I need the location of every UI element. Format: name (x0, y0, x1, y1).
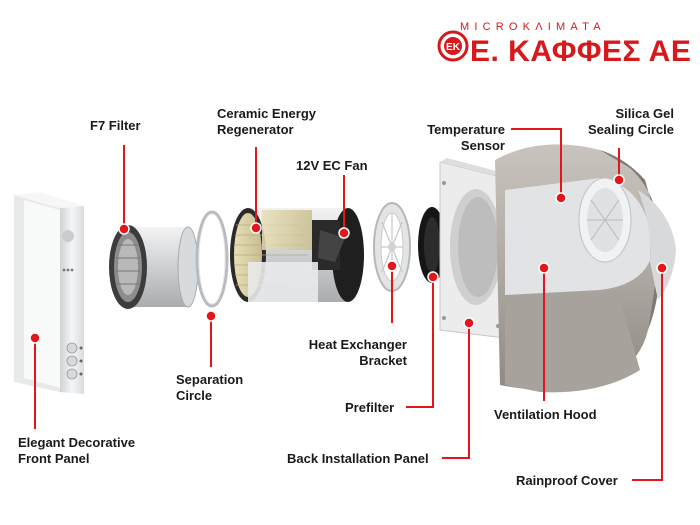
callout-dot-prefilter (427, 271, 439, 283)
label-ceramic-regenerator: Ceramic Energy Regenerator (217, 106, 316, 138)
callout-dot-heat-exchanger (386, 260, 398, 272)
callout-dot-separation (205, 310, 217, 322)
label-silica-gel: Silica Gel Sealing Circle (574, 106, 674, 138)
label-heat-exchanger: Heat Exchanger Bracket (290, 337, 407, 369)
callout-dot-hood (538, 262, 550, 274)
callout-line-temperature (511, 128, 562, 198)
label-ventilation-hood: Ventilation Hood (494, 407, 597, 422)
callout-line-prefilter (406, 277, 434, 408)
label-back-panel: Back Installation Panel (287, 451, 429, 466)
label-f7-filter: F7 Filter (90, 118, 141, 133)
front-panel-part (14, 192, 84, 394)
label-heat-line1: Heat Exchanger (308, 337, 407, 352)
label-fan: 12V EC Fan (296, 158, 368, 173)
prefilter-part (418, 207, 446, 283)
label-ceramic-line2: Regenerator (217, 122, 294, 137)
callout-dots (29, 174, 668, 344)
back-installation-panel-part (439, 158, 512, 339)
callout-dot-rainproof (656, 262, 668, 274)
brand-tagline: MICROKΛIMATA (460, 21, 606, 33)
callout-dot-front-panel (29, 332, 41, 344)
callout-dot-f7-filter (118, 223, 130, 235)
ceramic-regenerator-part (230, 208, 364, 302)
callout-line-rainproof (632, 268, 663, 481)
callout-lines (34, 128, 663, 481)
label-front-line2: Front Panel (18, 451, 90, 466)
separation-circle-part (195, 210, 229, 308)
brand-monogram: EK (446, 42, 461, 53)
label-front-panel: Elegant Decorative Front Panel (18, 435, 135, 467)
label-front-line1: Elegant Decorative (18, 435, 136, 450)
label-heat-line2: Bracket (359, 353, 407, 368)
callout-dot-back-panel (463, 317, 475, 329)
brand-name: Ε. ΚΑΦΦΕΣ ΑΕ (470, 35, 692, 68)
label-separation-circle: Separation Circle (176, 372, 243, 404)
label-separation-line2: Circle (176, 388, 213, 403)
label-separation-line1: Separation (176, 372, 244, 387)
label-rainproof-cover: Rainproof Cover (516, 473, 618, 488)
label-ceramic-line1: Ceramic Energy (217, 106, 316, 121)
f7-filter-part (109, 225, 199, 309)
callout-dot-silica (613, 174, 625, 186)
callout-dot-ceramic (250, 222, 262, 234)
label-silica-line2: Sealing Circle (588, 122, 674, 137)
callout-dot-temperature (555, 192, 567, 204)
rainproof-cover-part (638, 190, 676, 300)
label-temperature-sensor: Temperature Sensor (410, 122, 505, 154)
callout-dot-fan (338, 227, 350, 239)
label-silica-line1: Silica Gel (615, 106, 674, 121)
label-prefilter: Prefilter (345, 400, 395, 415)
callout-line-back-panel (442, 323, 470, 459)
label-temperature-line2: Sensor (460, 138, 505, 153)
brand-monogram-icon: EK (437, 30, 469, 62)
label-temperature-line1: Temperature (427, 122, 505, 137)
ventilation-hood-part (495, 144, 662, 393)
